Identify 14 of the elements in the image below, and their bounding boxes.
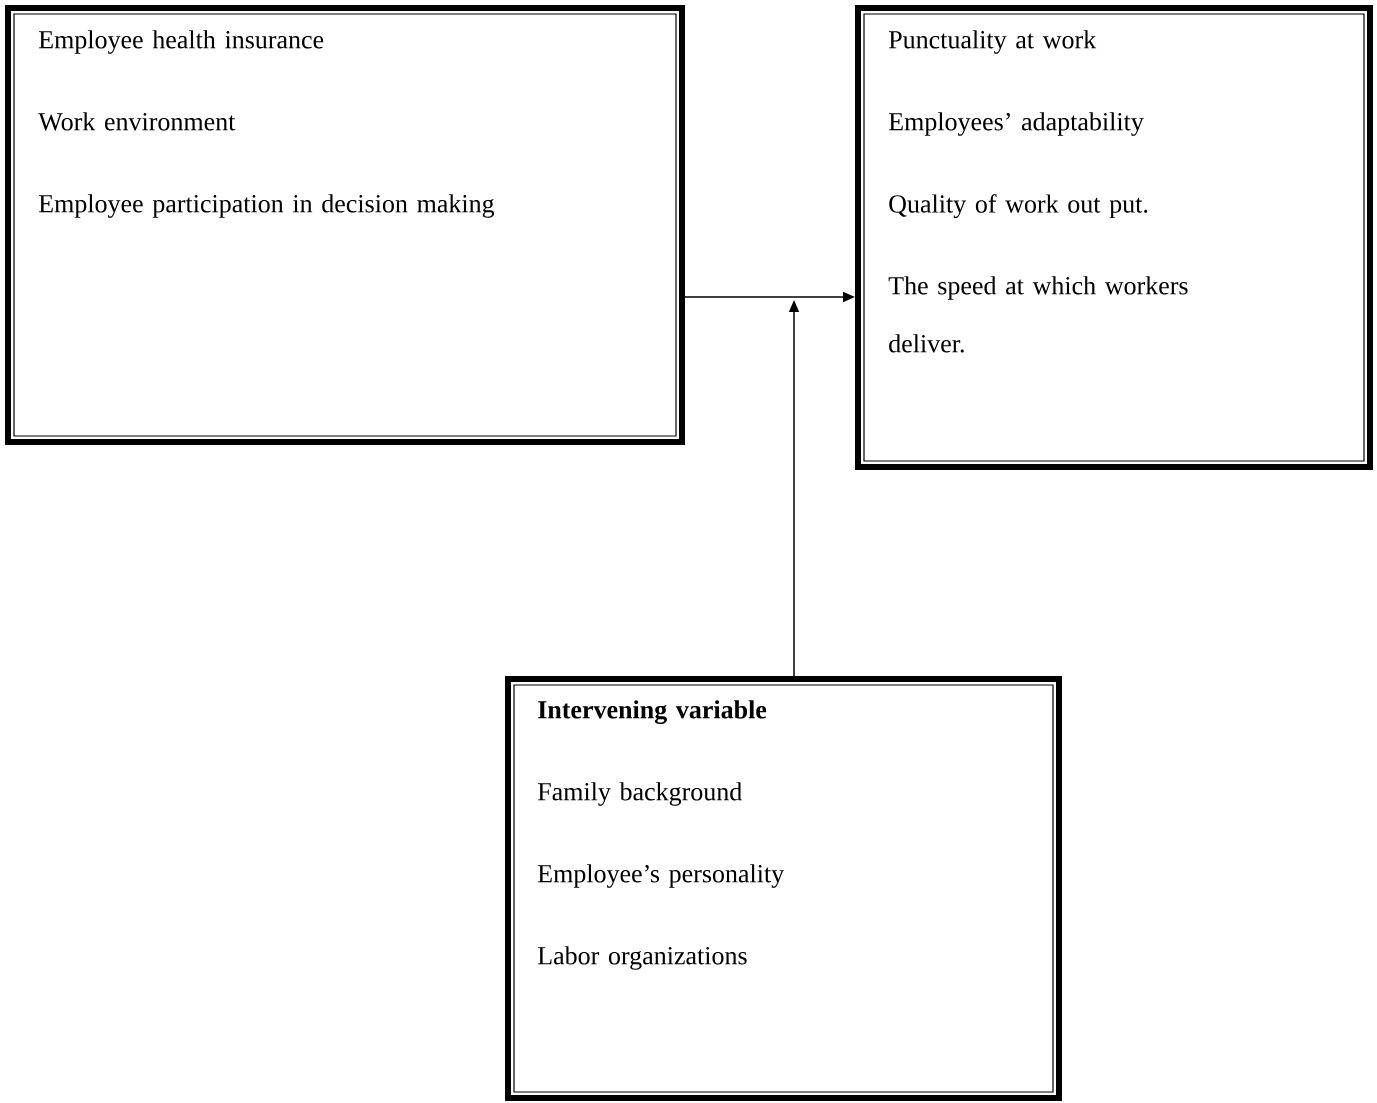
item-text: Employee participation in decision making [38, 194, 495, 218]
item-text: Employee health insurance [38, 30, 324, 54]
item-text: Work environment [38, 112, 236, 131]
item-text: Punctuality at work [888, 30, 1097, 54]
text-box [855, 5, 1373, 470]
item-text: The speed at which workers deliver. [888, 276, 1188, 353]
item-text: Employees’ adaptability [888, 112, 1144, 136]
text-box [5, 5, 685, 445]
item-text: Family background [537, 782, 742, 806]
item-text: Intervening variable [538, 700, 767, 724]
text-box [505, 676, 1062, 1101]
item-text: Quality of work out put. [889, 194, 1148, 219]
item-text: Labor organizations [537, 946, 747, 970]
item-text: Employee’s personality [537, 864, 785, 888]
